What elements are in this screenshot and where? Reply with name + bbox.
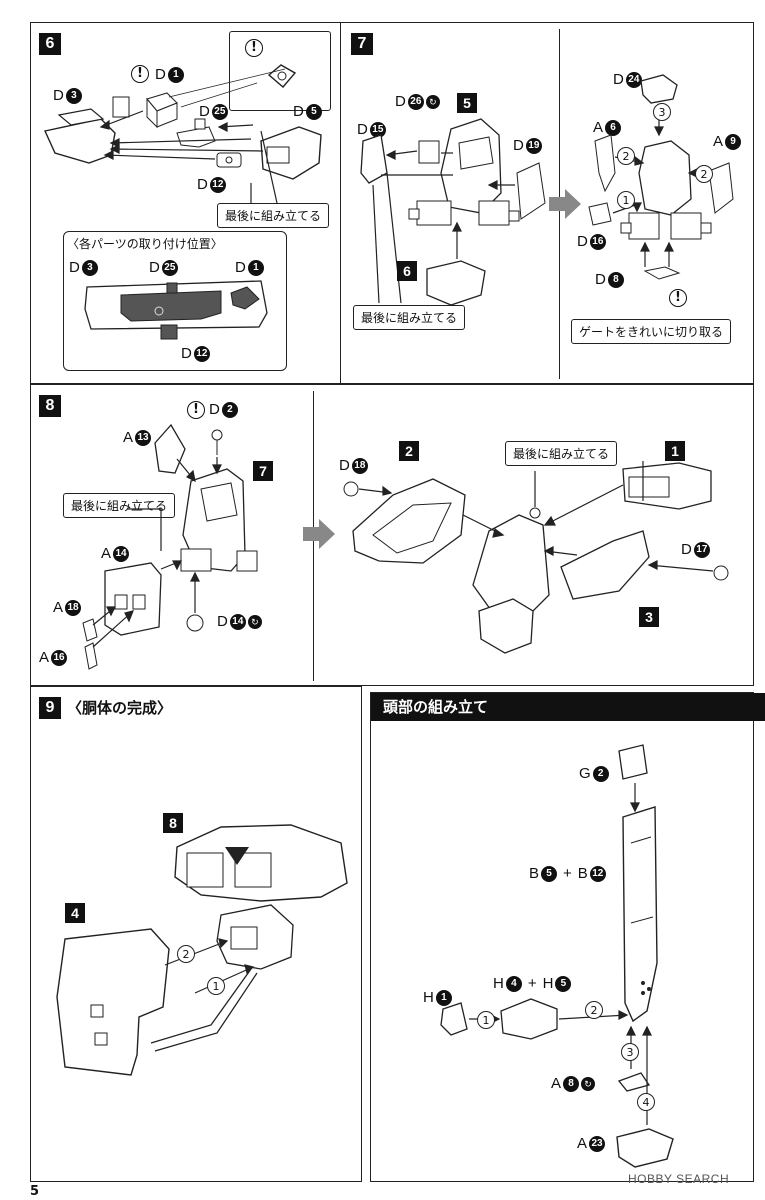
inset-box bbox=[63, 231, 287, 371]
step-9-drawing bbox=[56, 824, 348, 1076]
order-1: 1 bbox=[617, 191, 635, 209]
step-6-number: 6 bbox=[39, 33, 61, 55]
head-drawing bbox=[440, 744, 674, 1168]
sub-step-4: 4 bbox=[65, 903, 85, 923]
next-arrow-icon bbox=[303, 519, 335, 549]
order-3: 3 bbox=[653, 103, 671, 121]
caution-icon: ! bbox=[187, 401, 205, 419]
sub-step-5: 5 bbox=[457, 93, 477, 113]
step-6-drawing bbox=[44, 68, 322, 205]
page-number: 5 bbox=[30, 1184, 40, 1199]
step-8-note-right: 最後に組み立てる bbox=[505, 441, 618, 466]
order-1: 1 bbox=[477, 1011, 495, 1029]
caution-icon: ! bbox=[245, 39, 263, 57]
inset-drawing bbox=[84, 280, 268, 340]
watermark: HOBBY SEARCH bbox=[628, 1172, 730, 1186]
sub-step-2: 2 bbox=[399, 441, 419, 461]
next-arrow-icon bbox=[549, 189, 581, 219]
step-7-left-drawing bbox=[360, 118, 546, 306]
step-7-note: 最後に組み立てる bbox=[353, 305, 466, 330]
step-8-right-drawing bbox=[343, 461, 729, 654]
part-d1-detail-icon bbox=[267, 64, 297, 88]
step-8-number: 8 bbox=[39, 395, 61, 417]
order-1: 1 bbox=[207, 977, 225, 995]
callout-box bbox=[229, 31, 331, 111]
step-7-number: 7 bbox=[351, 33, 373, 55]
sub-step-1: 1 bbox=[665, 441, 685, 461]
sub-step-6: 6 bbox=[397, 261, 417, 281]
step-9-panel: 9 〈胴体の完成〉 8 4 2 1 bbox=[30, 686, 362, 1182]
order-4: 4 bbox=[637, 1093, 655, 1111]
step-8-left-drawing bbox=[82, 423, 258, 670]
order-2b: 2 bbox=[695, 165, 713, 183]
sub-step-7: 7 bbox=[253, 461, 273, 481]
step-9-title: 〈胴体の完成〉 bbox=[67, 700, 173, 717]
step-9-number: 9 bbox=[39, 697, 61, 719]
inset-title: 〈各パーツの取り付け位置〉 bbox=[67, 237, 223, 251]
order-2a: 2 bbox=[617, 147, 635, 165]
order-2: 2 bbox=[585, 1001, 603, 1019]
sub-step-8: 8 bbox=[163, 813, 183, 833]
caution-icon: ! bbox=[131, 65, 149, 83]
order-2: 2 bbox=[177, 945, 195, 963]
step-7-gate-note: ゲートをきれいに切り取る bbox=[571, 319, 732, 344]
step-6-note: 最後に組み立てる bbox=[217, 203, 330, 228]
order-3: 3 bbox=[621, 1043, 639, 1061]
caution-icon: ! bbox=[669, 289, 687, 307]
head-title: 頭部の組み立て bbox=[371, 693, 765, 721]
step-7-right-drawing bbox=[588, 74, 734, 280]
sub-step-3: 3 bbox=[639, 607, 659, 627]
